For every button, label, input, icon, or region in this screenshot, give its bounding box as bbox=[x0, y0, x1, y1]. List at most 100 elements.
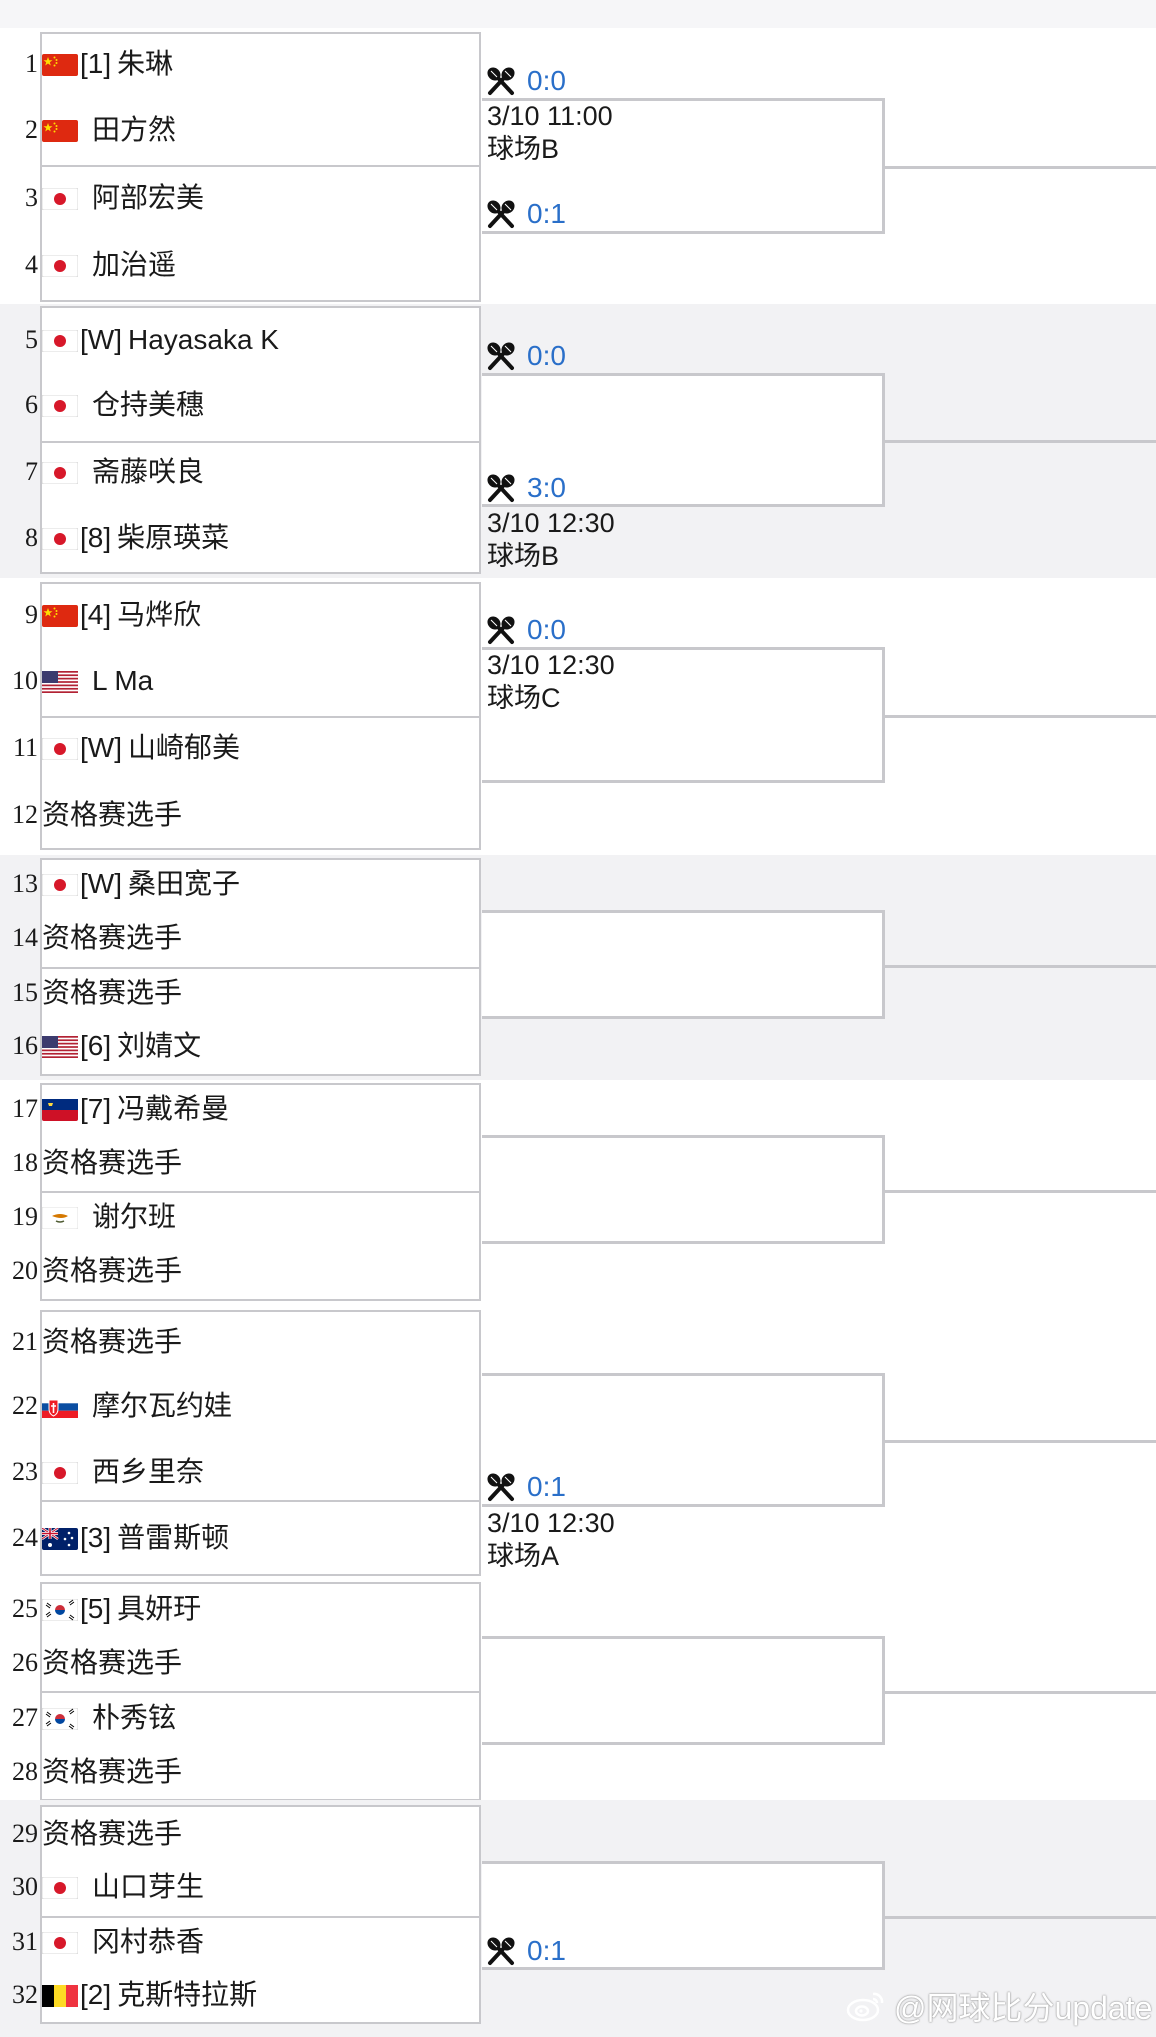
seed-label: [2] bbox=[80, 1979, 112, 2010]
match-score[interactable]: 0:0 bbox=[485, 65, 566, 97]
player-name: 克斯特拉斯 bbox=[117, 1979, 258, 2010]
player-name: 资格赛选手 bbox=[42, 977, 183, 1008]
crossed-rackets-icon bbox=[487, 616, 515, 644]
player-row[interactable]: 32[2]克斯特拉斯 bbox=[0, 1973, 441, 2017]
crossed-rackets-icon bbox=[487, 67, 515, 95]
match-bracket[interactable] bbox=[482, 1135, 885, 1244]
match-bracket[interactable] bbox=[482, 647, 885, 783]
match-score[interactable]: 0:0 bbox=[485, 340, 566, 372]
match-score[interactable]: 0:0 bbox=[485, 614, 566, 646]
player-name: 谢尔班 bbox=[92, 1201, 177, 1232]
seed-label: [5] bbox=[80, 1593, 112, 1624]
player-name: 资格赛选手 bbox=[42, 1756, 183, 1787]
draw-position: 18 bbox=[12, 1148, 38, 1177]
match-bracket[interactable] bbox=[482, 1373, 885, 1507]
player-row[interactable]: 5 [W]Hayasaka K bbox=[0, 318, 441, 362]
player-row[interactable]: 2 田方然 bbox=[0, 108, 441, 152]
flag-icon bbox=[41, 1526, 78, 1550]
match-bracket[interactable] bbox=[482, 1861, 885, 1970]
player-row[interactable]: 13[W]桑田宽子 bbox=[0, 862, 441, 906]
watermark: @网球比分update bbox=[846, 1986, 1152, 2026]
player-name: Hayasaka K bbox=[128, 324, 279, 355]
flag-icon bbox=[42, 119, 78, 142]
match-score[interactable]: 0:1 bbox=[485, 198, 566, 230]
watermark-text: @网球比分update bbox=[894, 1990, 1153, 2026]
draw-position: 26 bbox=[12, 1648, 38, 1677]
player-name: 刘婧文 bbox=[117, 1030, 202, 1061]
match-court: 球场A bbox=[487, 1541, 560, 1571]
draw-position: 4 bbox=[25, 250, 38, 279]
match-time: 3/10 12:30 bbox=[487, 650, 615, 680]
seed-label: [W] bbox=[80, 324, 122, 355]
match-bracket[interactable] bbox=[482, 98, 885, 234]
flag-icon bbox=[41, 1707, 79, 1731]
player-name: 柴原瑛菜 bbox=[117, 522, 230, 553]
player-row[interactable]: 17[7]冯戴希曼 bbox=[0, 1087, 441, 1131]
player-row[interactable]: 25[5]具妍玗 bbox=[0, 1587, 441, 1631]
match-court: 球场C bbox=[487, 683, 561, 713]
top-strip bbox=[0, 0, 1156, 28]
match-score[interactable]: 0:1 bbox=[485, 1935, 566, 1967]
pair-separator bbox=[42, 1191, 479, 1193]
player-row[interactable]: 1[1]朱琳 bbox=[0, 42, 441, 86]
flag-icon bbox=[42, 1395, 78, 1418]
draw-position: 10 bbox=[12, 666, 38, 695]
match-bracket[interactable] bbox=[482, 373, 885, 507]
flag-icon bbox=[41, 187, 79, 211]
match-time: 3/10 12:30 bbox=[487, 508, 615, 538]
player-row[interactable]: 11[W]山崎郁美 bbox=[0, 726, 441, 770]
draw-position: 2 bbox=[25, 115, 38, 144]
match-bracket[interactable] bbox=[482, 910, 885, 1019]
seed-label: [6] bbox=[80, 1030, 112, 1061]
player-name: 田方然 bbox=[92, 114, 177, 145]
match-time: 3/10 12:30 bbox=[487, 1508, 615, 1538]
weibo-icon bbox=[846, 1992, 884, 2022]
match-bracket[interactable] bbox=[482, 1636, 885, 1745]
flag-icon bbox=[42, 670, 78, 694]
player-name: 资格赛选手 bbox=[42, 1818, 183, 1849]
player-row[interactable]: 8[8]柴原瑛菜 bbox=[0, 516, 441, 560]
player-row[interactable]: 9[4]马烨欣 bbox=[0, 593, 441, 637]
player-row[interactable]: 16[6]刘婧文 bbox=[0, 1024, 441, 1068]
group-box bbox=[40, 306, 481, 574]
player-name: 朱琳 bbox=[117, 48, 174, 79]
score-text: 3:0 bbox=[527, 472, 566, 503]
next-round-line bbox=[885, 440, 1156, 443]
seed-label: [1] bbox=[80, 48, 112, 79]
draw-position: 11 bbox=[12, 733, 38, 762]
match-score[interactable]: 3:0 bbox=[485, 472, 566, 504]
flag-icon bbox=[42, 1984, 78, 2007]
draw-position: 25 bbox=[12, 1594, 38, 1623]
match-court: 球场B bbox=[487, 541, 560, 571]
match-score[interactable]: 0:1 bbox=[485, 1471, 566, 1503]
next-round-line bbox=[885, 964, 1156, 968]
seed-label: [7] bbox=[80, 1093, 112, 1124]
next-round-line bbox=[885, 1440, 1156, 1443]
draw-position: 5 bbox=[25, 325, 38, 354]
player-name: 资格赛选手 bbox=[42, 922, 183, 953]
player-row[interactable]: 24[3]普雷斯顿 bbox=[0, 1516, 441, 1560]
seed-label: [4] bbox=[80, 599, 112, 630]
